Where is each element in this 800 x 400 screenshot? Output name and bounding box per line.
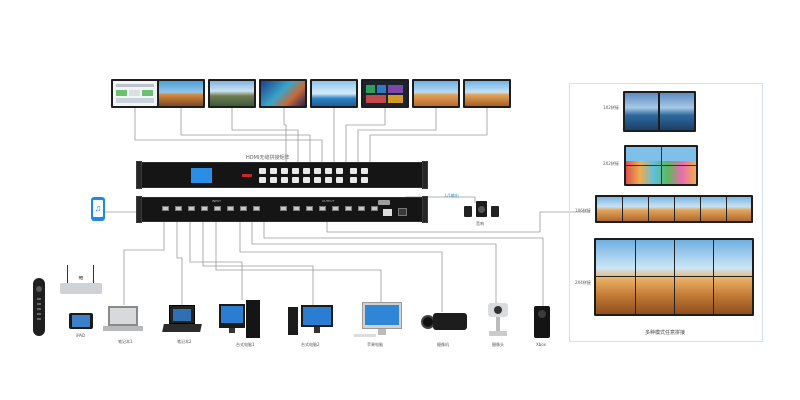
- hdmi-output-port: [280, 206, 287, 211]
- function-button[interactable]: [361, 177, 368, 183]
- hdmi-output-port: [306, 206, 313, 211]
- laptop-icon: [103, 306, 143, 332]
- rs232-port: [378, 200, 390, 205]
- remote-icon: [33, 278, 45, 336]
- xbox-icon: [534, 306, 550, 338]
- laptop-dark-icon: [162, 305, 202, 333]
- input-button[interactable]: [259, 168, 266, 174]
- hdmi-output-port: [319, 206, 326, 211]
- top-display-2: [157, 79, 205, 108]
- hdmi-input-port: [188, 206, 195, 211]
- hdmi-input-port: [214, 206, 221, 211]
- top-display-8: [463, 79, 511, 108]
- wifi-router-icon: ≋: [60, 265, 102, 294]
- source-label-desktop1: 台式电脑1: [236, 342, 255, 347]
- top-display-1: [111, 79, 159, 108]
- panel-caption: 多种模式任意拼接: [645, 330, 686, 336]
- source-label-laptop2: 笔记本2: [177, 339, 192, 344]
- inputs-label: INPUT: [212, 199, 221, 203]
- input-button[interactable]: [303, 168, 310, 174]
- mode-label-1x2: 1X2拼接: [603, 105, 619, 110]
- input-button[interactable]: [314, 168, 321, 174]
- top-display-7: [412, 79, 460, 108]
- mode-1x6-display: [595, 195, 753, 223]
- output-button[interactable]: [325, 177, 332, 183]
- speaker-icon: [464, 206, 472, 217]
- hdmi-input-port: [240, 206, 247, 211]
- speaker-label: 音响: [476, 221, 484, 226]
- hdmi-input-port: [162, 206, 169, 211]
- output-button[interactable]: [259, 177, 266, 183]
- matrix-title: HDMI无缝拼接矩阵: [246, 155, 290, 161]
- matrix-front-panel: [141, 162, 423, 188]
- source-label-imac: 苹果电脑: [367, 342, 383, 347]
- source-label-camcorder: 摄像机: [437, 342, 449, 347]
- mode-label-2x2: 2X2拼接: [603, 161, 619, 166]
- rack-ear-left: [136, 196, 142, 223]
- outputs-label: OUTPUT: [322, 199, 335, 203]
- hdmi-output-port: [371, 206, 378, 211]
- output-button[interactable]: [336, 177, 343, 183]
- phone-music-icon: ♫: [91, 197, 105, 221]
- input-button[interactable]: [292, 168, 299, 174]
- camcorder-icon: [421, 311, 469, 331]
- hdmi-output-port: [293, 206, 300, 211]
- power-socket: [398, 208, 407, 216]
- mode-label-2x4: 2X4拼接: [575, 280, 591, 285]
- output-button[interactable]: [303, 177, 310, 183]
- mode-1x2-left: [623, 91, 660, 132]
- rack-ear-right: [422, 196, 428, 223]
- subwoofer-icon: [476, 201, 487, 217]
- desktop-pc-icon: [219, 300, 269, 340]
- lan-port: [383, 209, 392, 216]
- desktop-pc2-icon: [288, 305, 336, 337]
- source-label-ipad: iPAD: [76, 333, 86, 338]
- rack-ear-left: [136, 161, 142, 189]
- webcam-icon: [487, 303, 509, 339]
- function-button[interactable]: [350, 177, 357, 183]
- video-wall-panel: [569, 83, 763, 342]
- source-label-laptop1: 笔记本1: [118, 339, 133, 344]
- power-indicator: [242, 174, 252, 177]
- mode-2x2-display: [624, 145, 698, 186]
- output-button[interactable]: [314, 177, 321, 183]
- matrix-display: [191, 168, 212, 183]
- speaker-icon: [491, 206, 499, 217]
- top-display-3: [208, 79, 256, 108]
- hdmi-input-port: [175, 206, 182, 211]
- function-button[interactable]: [350, 168, 357, 174]
- hdmi-input-port: [227, 206, 234, 211]
- mode-2x4-display: [594, 238, 754, 316]
- tablet-icon: [69, 313, 93, 329]
- rack-ear-right: [422, 161, 428, 189]
- input-button[interactable]: [270, 168, 277, 174]
- function-button[interactable]: [361, 168, 368, 174]
- top-display-5: [310, 79, 358, 108]
- top-display-4: [259, 79, 307, 108]
- hdmi-output-port: [358, 206, 365, 211]
- input-button[interactable]: [281, 168, 288, 174]
- source-label-desktop2: 台式电脑2: [301, 342, 320, 347]
- output-button[interactable]: [292, 177, 299, 183]
- hdmi-output-port: [332, 206, 339, 211]
- output-button[interactable]: [281, 177, 288, 183]
- matrix-rear-panel: INPUT OUTPUT: [141, 197, 423, 222]
- input-button[interactable]: [336, 168, 343, 174]
- mode-1x2-right: [658, 91, 696, 132]
- source-label-webcam: 摄像头: [492, 342, 504, 347]
- hdmi-output-port: [345, 206, 352, 211]
- input-button[interactable]: [325, 168, 332, 174]
- hdmi-input-port: [201, 206, 208, 211]
- hdmi-input-port: [253, 206, 260, 211]
- audio-out-label: L/L输出: [445, 193, 459, 198]
- source-label-xbox: Xbox: [536, 342, 546, 347]
- output-button[interactable]: [270, 177, 277, 183]
- imac-icon: [354, 302, 402, 338]
- mode-label-1x6: 1X6拼接: [575, 208, 591, 213]
- top-display-6: [361, 79, 409, 108]
